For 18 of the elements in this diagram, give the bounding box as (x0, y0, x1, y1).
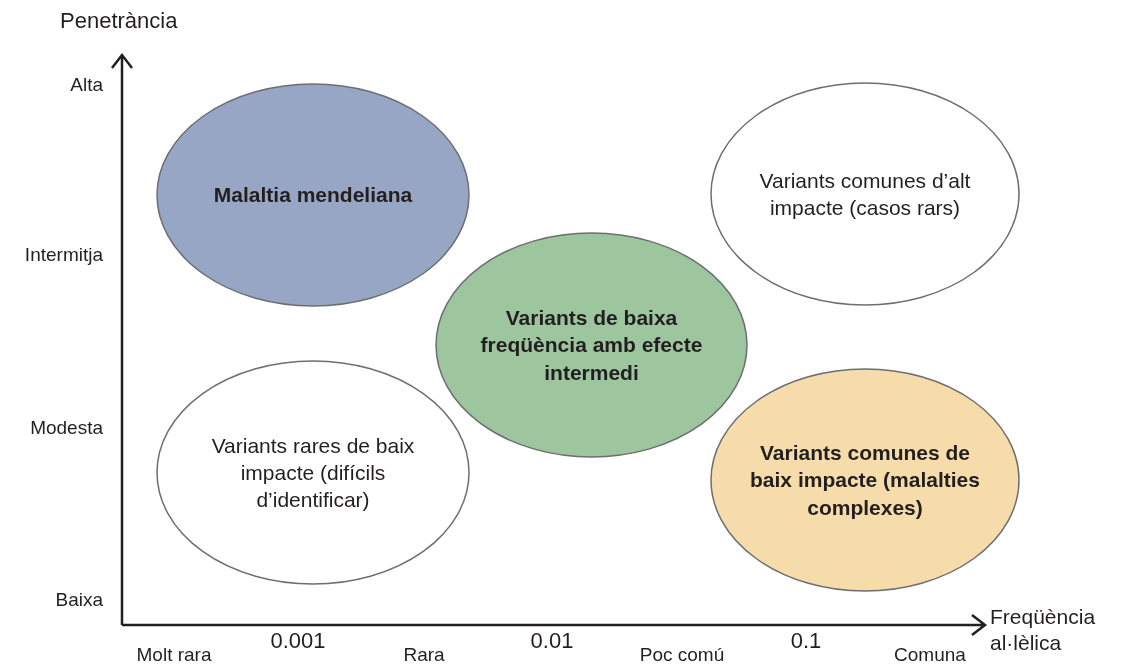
tick-label: Baixa (55, 589, 103, 611)
ellipse-label: Variants comunes d’alt impacte (casos rars) (758, 167, 972, 221)
tick-label: Molt rara (136, 644, 212, 666)
tick-label: Modesta (30, 417, 103, 439)
tick-label: Rara (403, 644, 445, 666)
ellipse-label: Variants rares de baix impacte (difícils d’identificar) (210, 432, 416, 514)
tick-label: Comuna (894, 644, 966, 666)
tick-label: 0.001 (270, 628, 326, 654)
ellipse-label: Malaltia mendeliana (212, 182, 414, 209)
axis-title: Freqüència al·lèlica (990, 604, 1097, 657)
axis-title: Penetrància (60, 8, 178, 34)
tick-label: Intermitja (24, 244, 103, 266)
ellipse-label: Variants de baixa freqüència amb efecte intermedi (479, 305, 704, 386)
ellipse-label: Variants comunes de baix impacte (malalties complexes) (749, 440, 981, 521)
tick-label: Poc comú (639, 644, 725, 666)
tick-label: 0.1 (790, 628, 822, 654)
tick-label: 0.01 (530, 628, 574, 654)
tick-label: Alta (70, 74, 103, 96)
